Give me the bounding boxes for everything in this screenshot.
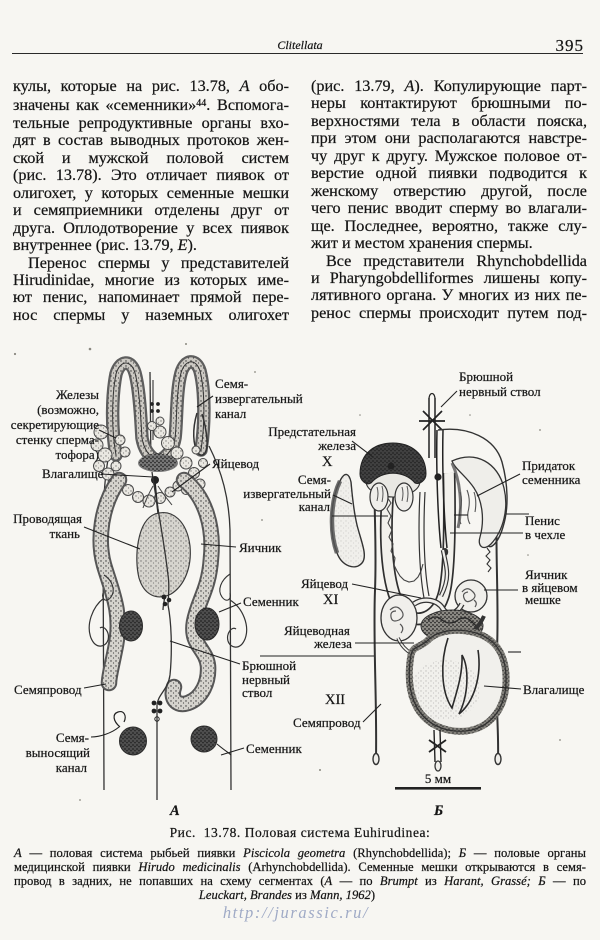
svg-text:Пенис: Пенис: [525, 513, 560, 528]
svg-text:выносящий: выносящий: [26, 745, 90, 760]
svg-text:семенника: семенника: [522, 472, 581, 487]
svg-text:канал: канал: [215, 406, 247, 421]
svg-text:железа: железа: [313, 636, 352, 651]
svg-text:Яичник: Яичник: [239, 540, 282, 555]
svg-text:(возможно,: (возможно,: [37, 402, 99, 417]
svg-text:Придаток: Придаток: [522, 458, 576, 473]
svg-text:извергательный: извергательный: [243, 486, 331, 501]
svg-text:Семя-: Семя-: [56, 730, 89, 745]
svg-text:А: А: [169, 803, 180, 819]
svg-text:Влагалище: Влагалище: [42, 466, 104, 481]
svg-text:ствол: ствол: [242, 685, 273, 700]
svg-text:Семенник: Семенник: [243, 594, 299, 609]
svg-text:Влагалище: Влагалище: [523, 682, 585, 697]
svg-text:в яйцевом: в яйцевом: [522, 580, 578, 595]
svg-text:извергательный: извергательный: [215, 391, 303, 406]
svg-text:Брюшной: Брюшной: [459, 369, 513, 384]
svg-text:Семя-: Семя-: [298, 472, 331, 487]
svg-text:Яйцевод: Яйцевод: [212, 456, 260, 471]
svg-text:Семяпровод: Семяпровод: [14, 682, 82, 697]
svg-text:Семяпровод: Семяпровод: [293, 715, 361, 730]
svg-text:Яичник: Яичник: [525, 567, 568, 582]
svg-text:X: X: [322, 454, 333, 470]
svg-text:Яйцевод: Яйцевод: [301, 576, 349, 591]
svg-text:нервный ствол: нервный ствол: [459, 384, 541, 399]
svg-text:Яйцеводная: Яйцеводная: [284, 623, 350, 638]
svg-text:Брюшной: Брюшной: [242, 658, 296, 673]
svg-text:Предстательная: Предстательная: [268, 424, 356, 439]
svg-text:Железы: Железы: [56, 387, 99, 402]
svg-text:XII: XII: [325, 692, 345, 708]
svg-text:в чехле: в чехле: [525, 527, 566, 542]
svg-text:стенку сперма-: стенку сперма-: [16, 432, 99, 447]
svg-text:5 мм: 5 мм: [425, 771, 451, 786]
svg-text:Семенник: Семенник: [246, 741, 302, 756]
svg-text:Проводящая: Проводящая: [13, 511, 82, 526]
svg-text:железа: железа: [317, 438, 356, 453]
svg-text:XI: XI: [323, 592, 338, 608]
svg-text:нервный: нервный: [242, 672, 290, 687]
svg-text:Семя-: Семя-: [215, 376, 248, 391]
svg-text:ткань: ткань: [50, 526, 81, 541]
svg-text:канал: канал: [299, 499, 331, 514]
svg-text:тофора): тофора): [55, 447, 99, 462]
svg-text:Б: Б: [433, 803, 443, 819]
svg-text:мешке: мешке: [525, 592, 561, 607]
svg-text:канал: канал: [56, 760, 88, 775]
svg-text:секретирующие: секретирующие: [11, 417, 99, 432]
